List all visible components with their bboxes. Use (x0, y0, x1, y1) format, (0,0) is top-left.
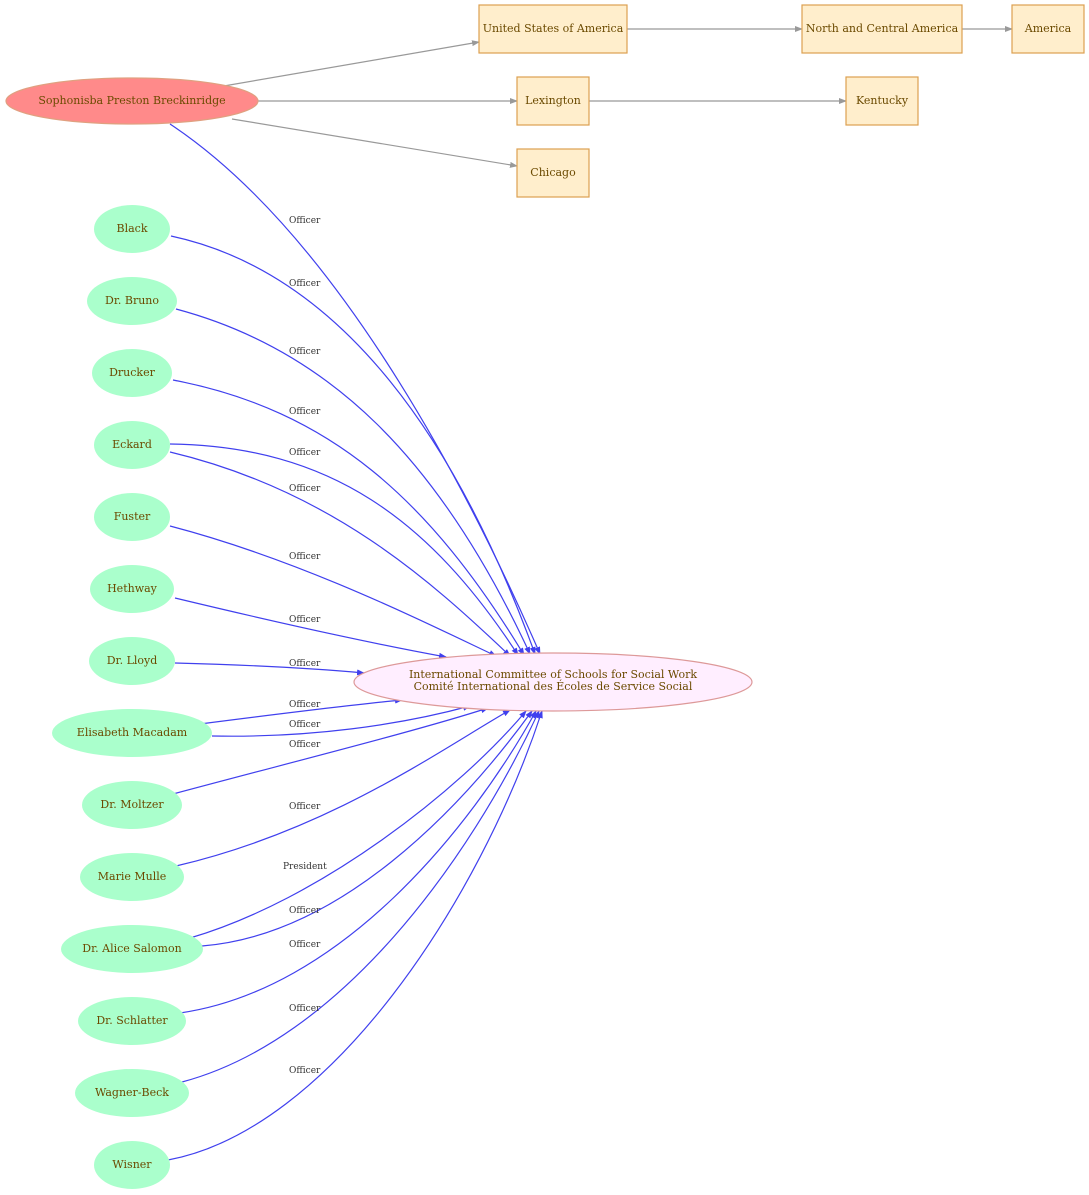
node-mulle[interactable]: Marie Mulle (80, 853, 184, 901)
node-salomon[interactable]: Dr. Alice Salomon (61, 925, 203, 973)
node-label: Dr. Bruno (105, 294, 159, 307)
node-label: Hethway (107, 582, 158, 595)
node-label: Drucker (109, 366, 155, 379)
edge-wisner-org (167, 710, 543, 1161)
edge-label: Officer (289, 1004, 321, 1014)
node-label: Sophonisba Preston Breckinridge (38, 94, 225, 107)
node-label: United States of America (483, 22, 624, 35)
node-moltzer[interactable]: Dr. Moltzer (82, 781, 182, 829)
node-label: Dr. Alice Salomon (82, 942, 181, 955)
node-wisner[interactable]: Wisner (94, 1141, 170, 1189)
node-fuster[interactable]: Fuster (94, 493, 170, 541)
node-usa[interactable]: United States of America (478, 4, 628, 54)
edge-salomon-org-1 (189, 710, 527, 939)
edge-breckinridge-usa (217, 40, 480, 88)
edge-labels: Officer Officer Officer Officer Officer … (283, 216, 327, 1076)
membership-edges (167, 123, 543, 1161)
node-macadam[interactable]: Elisabeth Macadam (52, 709, 212, 757)
edge-macadam-org-1 (199, 697, 403, 725)
node-north-central-america[interactable]: North and Central America (801, 4, 963, 54)
node-wagner-beck[interactable]: Wagner-Beck (75, 1069, 189, 1117)
edge-label: Officer (289, 347, 321, 357)
edge-mulle-org (175, 709, 511, 867)
edge-label: Officer (289, 552, 321, 562)
edge-label: Officer (289, 720, 321, 730)
node-label: Wisner (112, 1158, 152, 1171)
edge-eckard-org-1 (169, 443, 519, 656)
edge-bruno-org (175, 308, 531, 655)
node-label: Wagner-Beck (95, 1086, 169, 1099)
edge-hethway-org (174, 597, 447, 659)
node-organisation[interactable]: International Committee of Schools for S… (353, 652, 753, 712)
node-black[interactable]: Black (94, 205, 170, 253)
edge-fuster-org (169, 525, 497, 657)
edge-breckinridge-org (169, 123, 541, 655)
edge-label: Officer (289, 615, 321, 625)
edge-eckard-org-2 (169, 451, 511, 657)
edge-wagner-beck-org (181, 710, 540, 1083)
node-label: America (1024, 22, 1072, 35)
edge-label: Officer (289, 700, 321, 710)
edge-label: Officer (289, 740, 321, 750)
edge-label: Officer (289, 216, 321, 226)
node-label: Eckard (112, 438, 152, 451)
edge-drucker-org (172, 379, 525, 656)
edge-label: Officer (289, 448, 321, 458)
edge-macadam-org-2 (211, 704, 471, 737)
node-label: Kentucky (856, 94, 909, 107)
edge-label: Officer (289, 659, 321, 669)
edge-breckinridge-chicago (231, 118, 518, 168)
node-hethway[interactable]: Hethway (90, 565, 174, 613)
org-label-line1: International Committee of Schools for S… (409, 668, 697, 681)
edge-label: Officer (289, 484, 321, 494)
location-edges (217, 26, 1013, 168)
node-label: Chicago (530, 166, 576, 179)
edge-schlatter-org (179, 710, 537, 1014)
node-label: Elisabeth Macadam (77, 726, 188, 739)
person-nodes: Black Dr. Bruno Drucker Eckard Fuster He… (52, 205, 212, 1189)
node-drucker[interactable]: Drucker (92, 349, 172, 397)
edge-label: Officer (289, 1066, 321, 1076)
node-label: Lexington (525, 94, 581, 107)
node-label: Black (117, 222, 148, 235)
node-kentucky[interactable]: Kentucky (845, 76, 919, 126)
node-label: Dr. Moltzer (100, 798, 164, 811)
edge-label: Officer (289, 802, 321, 812)
edge-label: Officer (289, 407, 321, 417)
node-lloyd[interactable]: Dr. Lloyd (89, 637, 175, 685)
edge-label: Officer (289, 940, 321, 950)
node-label: Marie Mulle (98, 870, 167, 883)
edge-salomon-org-2 (201, 710, 533, 947)
edge-label: Officer (289, 279, 321, 289)
edge-black-org (170, 235, 536, 655)
node-label: Dr. Schlatter (96, 1014, 168, 1027)
node-bruno[interactable]: Dr. Bruno (87, 277, 177, 325)
node-lexington[interactable]: Lexington (516, 76, 590, 126)
edge-lloyd-org (174, 662, 365, 676)
node-label: North and Central America (806, 22, 959, 35)
node-schlatter[interactable]: Dr. Schlatter (78, 997, 186, 1045)
node-label: Fuster (114, 510, 151, 523)
edge-label: President (283, 862, 327, 872)
org-label-line2: Comité International des Écoles de Servi… (414, 679, 693, 693)
place-nodes: United States of America North and Centr… (478, 4, 1085, 198)
node-chicago[interactable]: Chicago (516, 148, 590, 198)
edge-moltzer-org (172, 707, 489, 795)
node-breckinridge[interactable]: Sophonisba Preston Breckinridge (5, 77, 259, 125)
edge-label: Officer (289, 906, 321, 916)
node-eckard[interactable]: Eckard (94, 421, 170, 469)
node-america[interactable]: America (1011, 4, 1085, 54)
node-label: Dr. Lloyd (107, 654, 158, 667)
